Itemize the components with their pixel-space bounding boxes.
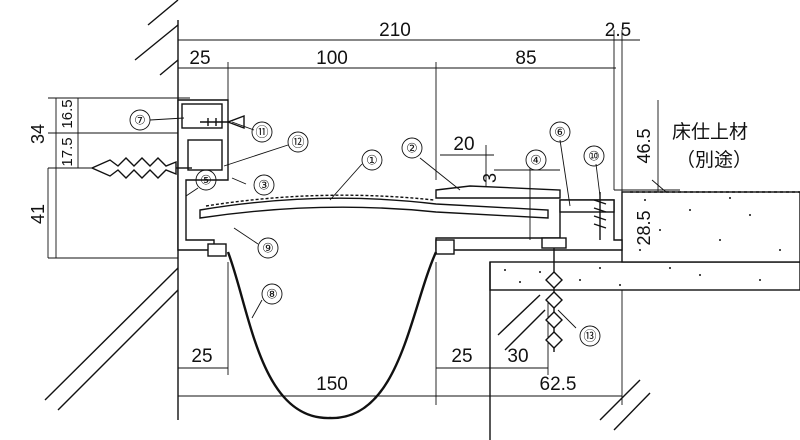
- right-floor-slab: [489, 191, 800, 440]
- callout-7: ⑦: [129, 109, 151, 131]
- dim-left-16-5: 16.5: [59, 99, 76, 128]
- svg-text:⑤: ⑤: [200, 173, 212, 188]
- left-frame-profile: [177, 99, 229, 257]
- cover-plate: [199, 194, 549, 219]
- callout-6: ⑥: [549, 121, 571, 143]
- svg-text:⑬: ⑬: [583, 329, 596, 344]
- svg-text:⑨: ⑨: [262, 241, 274, 256]
- dim-top-total: 210: [379, 20, 411, 41]
- callout-8: ⑧: [261, 283, 283, 305]
- right-screw: [593, 192, 607, 240]
- label-finish-material: 床仕上材: [672, 121, 748, 143]
- flexible-seal: [226, 251, 438, 420]
- callout-11: ⑪: [251, 121, 273, 143]
- left-concrete-wall: [44, 0, 179, 420]
- dim-top-right-small: 2.5: [605, 20, 631, 41]
- callout-13: ⑬: [579, 325, 601, 347]
- dim-gap-20: 20: [453, 134, 474, 155]
- callout-10: ⑩: [583, 145, 605, 167]
- svg-text:⑫: ⑫: [291, 135, 304, 150]
- concrete-stipple: [504, 197, 781, 286]
- ramp-piece: [435, 185, 561, 199]
- svg-text:④: ④: [530, 153, 542, 168]
- callout-12: ⑫: [287, 131, 309, 153]
- leader-lines: [149, 117, 667, 329]
- dim-gap-3: 3: [480, 173, 500, 183]
- callout-1: ①: [361, 149, 383, 171]
- dim-bottom-right-25: 25: [451, 346, 472, 367]
- svg-text:⑧: ⑧: [266, 287, 278, 302]
- svg-text:⑦: ⑦: [134, 113, 146, 128]
- dim-left-34: 34: [28, 124, 48, 144]
- dim-bottom-30: 30: [507, 346, 528, 367]
- callout-3: ③: [253, 174, 275, 196]
- svg-text:⑥: ⑥: [554, 125, 566, 140]
- callout-4: ④: [525, 149, 547, 171]
- dim-right-28-5: 28.5: [634, 210, 654, 245]
- svg-text:⑪: ⑪: [255, 125, 268, 140]
- dim-left-17-5: 17.5: [59, 137, 76, 166]
- svg-text:②: ②: [406, 141, 418, 156]
- svg-text:①: ①: [366, 153, 378, 168]
- svg-text:⑩: ⑩: [588, 149, 600, 164]
- dim-left-41: 41: [28, 204, 48, 224]
- callout-2: ②: [401, 137, 423, 159]
- callout-5: ⑤: [195, 169, 217, 191]
- svg-text:③: ③: [258, 178, 270, 193]
- dim-right-46-5: 46.5: [634, 128, 654, 163]
- top-screw: [200, 114, 245, 130]
- dim-top-mid: 100: [316, 48, 348, 69]
- dim-top-right: 85: [515, 48, 536, 69]
- dimension-lines: [47, 30, 680, 420]
- label-separately: （別途）: [676, 149, 752, 171]
- dim-top-left: 25: [189, 48, 210, 69]
- dim-bottom-150: 150: [316, 374, 348, 395]
- callout-9: ⑨: [257, 237, 279, 259]
- bottom-anchor-bolt: [541, 237, 567, 352]
- left-anchor-plug: [90, 157, 192, 179]
- dim-bottom-left-25: 25: [191, 346, 212, 367]
- dim-bottom-62-5: 62.5: [540, 374, 577, 395]
